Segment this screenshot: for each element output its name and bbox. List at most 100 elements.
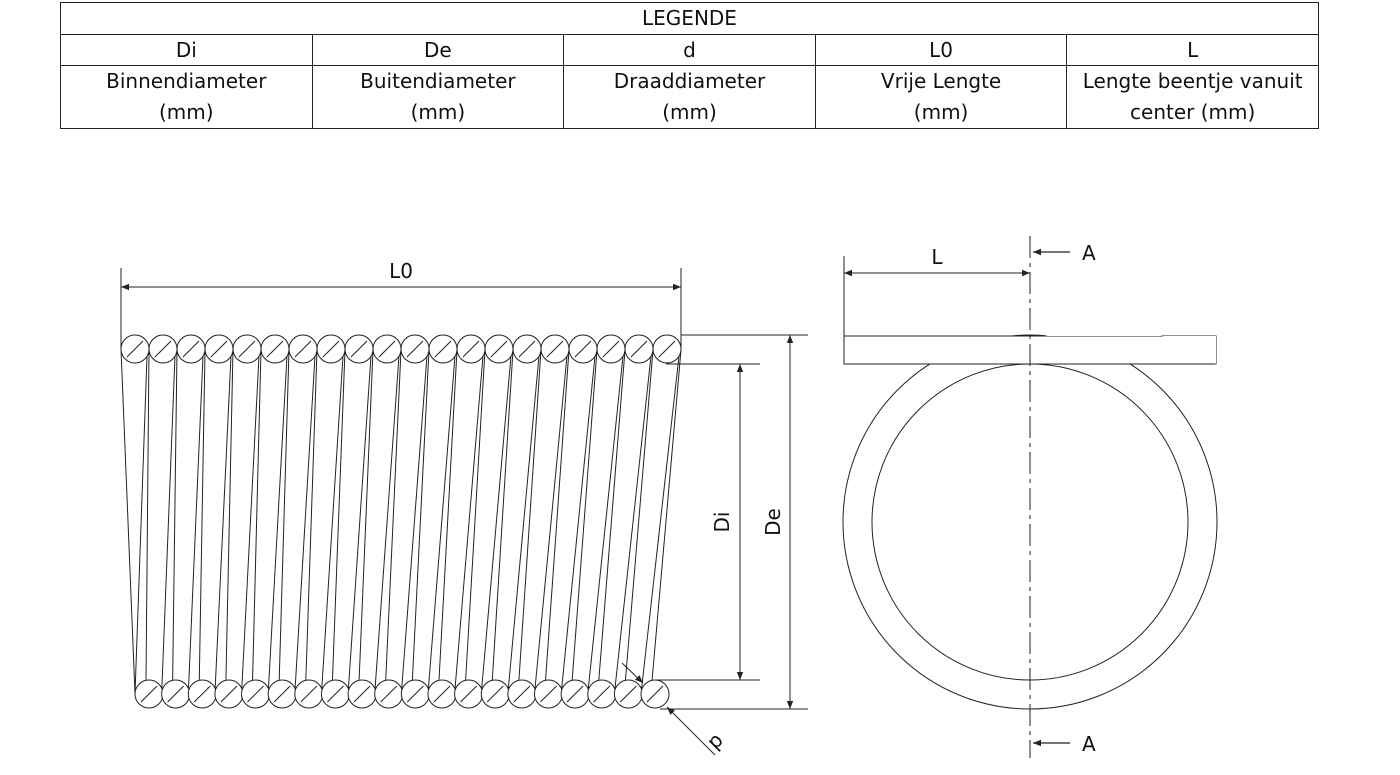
coil-wire-line [587, 355, 624, 695]
coil-wire-line [560, 355, 596, 695]
wire-section [294, 679, 324, 709]
wire-section [148, 334, 178, 364]
wire-section [652, 334, 682, 364]
wire-section [533, 679, 563, 709]
wire-section [176, 334, 206, 364]
coil-wire-line [134, 355, 148, 695]
coil-wire-line [187, 355, 204, 695]
legend-desc-de-line1: Buitendiameter [360, 69, 516, 93]
coil-wire-line [507, 355, 540, 695]
wire-section [260, 334, 290, 364]
coil-wire-line [598, 349, 626, 682]
legend-desc-d-line1: Draaddiameter [613, 69, 766, 93]
wire-section [372, 334, 402, 364]
legend-desc-l0: Vrije Lengte (mm) [814, 65, 1068, 129]
coil-wire-line [214, 355, 232, 695]
coil-wire-line [320, 355, 344, 695]
wire-section [640, 679, 670, 709]
wire-section [456, 334, 486, 364]
coil-wire-line [305, 349, 318, 682]
wire-section [613, 679, 643, 709]
legend-desc-de: Buitendiameter (mm) [311, 65, 565, 129]
wire-section [267, 679, 297, 709]
wire-section [187, 679, 217, 709]
coil-wire-line [571, 349, 598, 682]
coil-wire-line [198, 349, 206, 682]
coil-wire-line [385, 349, 402, 682]
legend-desc-l0-line2: (mm) [913, 100, 969, 124]
coil-wire-line [374, 355, 400, 695]
coil-wire-line [454, 355, 484, 695]
coil-wire-line [294, 355, 316, 695]
legend-desc-l: Lengte beentje vanuit center (mm) [1066, 65, 1319, 129]
coil-wire-line [480, 355, 512, 695]
wire-section [427, 679, 457, 709]
dimension-d-label: d [704, 730, 730, 756]
coil-wire-line [358, 349, 374, 682]
wire-section [316, 334, 346, 364]
legend-desc-di-line2: (mm) [159, 100, 214, 124]
coil-wire-line [400, 355, 428, 695]
coil-wire-line [278, 349, 290, 682]
wire-section [568, 334, 598, 364]
wire-section [288, 334, 318, 364]
wire-section [241, 679, 271, 709]
coil-wire-line [465, 349, 486, 682]
dimension-l0 [120, 268, 682, 350]
legend-symbol-l0: L0 [814, 34, 1068, 66]
coil-wire-line [120, 348, 136, 695]
coil-wire-line [347, 355, 372, 695]
legend-desc-l0-line1: Vrije Lengte [880, 69, 1002, 93]
wire-section [428, 334, 458, 364]
legend-symbol-row: Di De d L0 L [60, 34, 1319, 66]
legend-table: LEGENDE Di De d L0 L Binnendiameter (mm)… [60, 2, 1319, 129]
legend-desc-l-line2: center (mm) [1130, 100, 1256, 124]
wire-section [484, 334, 514, 364]
dimension-l [843, 256, 1030, 336]
coil-wire-line [411, 349, 430, 682]
coil-wire-line [252, 349, 262, 682]
wire-section [400, 334, 430, 364]
wire-section [134, 679, 164, 709]
legend-desc-l-line1: Lengte beentje vanuit [1082, 69, 1303, 93]
wire-section [347, 679, 377, 709]
wire-section [507, 679, 537, 709]
section-marker-top-label: A [1082, 241, 1096, 265]
coil-wire-line [427, 355, 456, 695]
dimension-d [621, 662, 716, 756]
wire-section [480, 679, 510, 709]
coil-wire-line [331, 349, 346, 682]
coil-wire-line [225, 349, 234, 682]
coil-wire-line [613, 355, 652, 695]
section-marker-bottom-label: A [1082, 732, 1096, 756]
wire-section [214, 679, 244, 709]
wire-section [344, 334, 374, 364]
legend-desc-de-line2: (mm) [410, 100, 466, 124]
coil-wire-line [438, 349, 458, 682]
wire-section [560, 679, 590, 709]
wire-section [540, 334, 570, 364]
coil-wire-line [544, 349, 570, 682]
coil-wire-lines [120, 348, 682, 695]
dimension-l0-label: L0 [389, 259, 413, 283]
coil-wire-line [651, 349, 682, 682]
coil-wire-line [145, 349, 150, 682]
spring-end-view [842, 236, 1218, 758]
wire-section [120, 334, 150, 364]
coil-wire-line [267, 355, 288, 695]
coil-bottom-sections [134, 679, 670, 709]
wire-section [512, 334, 542, 364]
wire-section [454, 679, 484, 709]
wire-section [400, 679, 430, 709]
wire-section [596, 334, 626, 364]
coil-wire-line [518, 349, 542, 682]
wire-section [204, 334, 234, 364]
coil-wire-line [491, 349, 514, 682]
coil-wire-line [533, 355, 568, 695]
wire-section [587, 679, 617, 709]
wire-section [320, 679, 350, 709]
legend-desc-d: Draaddiameter (mm) [563, 65, 816, 129]
coil-wire-line [624, 349, 654, 682]
dimension-l-label: L [931, 245, 943, 269]
